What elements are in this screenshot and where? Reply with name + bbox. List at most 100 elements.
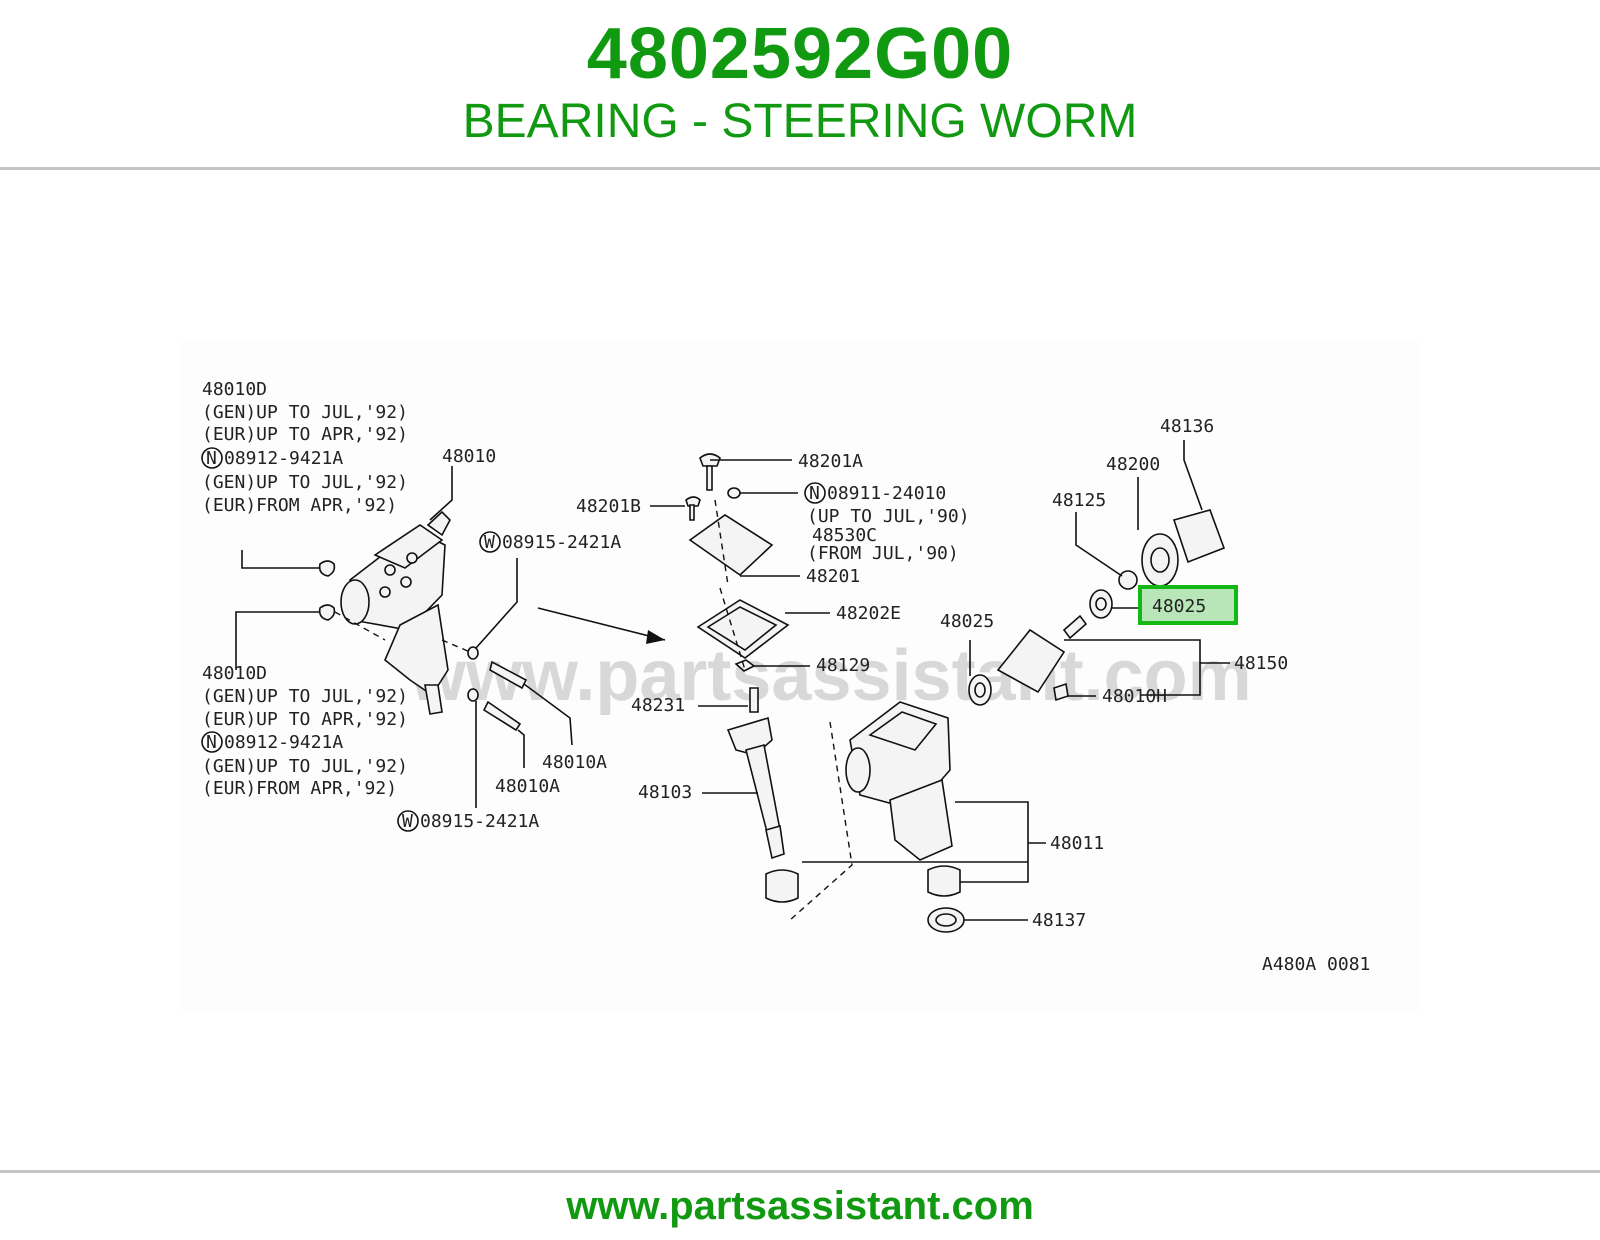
label-48530C-note: (FROM JUL,'90) (807, 543, 959, 564)
locknut-48136 (1172, 509, 1226, 564)
leader-48010A-a (523, 683, 573, 746)
screw-48201A-shank (706, 465, 713, 491)
arrow-head (646, 630, 665, 644)
n-symbol-letter: N (206, 732, 217, 753)
parts-diagram-svg: www.partsassistant.com 48010D (GEN)UP TO… (201, 379, 1370, 975)
housing-top-opening (868, 711, 938, 751)
nut-08911 (727, 487, 741, 499)
label-48025: 48025 (940, 611, 994, 632)
w-symbol-letter: W (484, 532, 495, 553)
right-housing-assembly (789, 509, 1226, 933)
label-48010A-a: 48010A (542, 752, 607, 773)
housing-end (845, 747, 871, 793)
screw-48231 (749, 687, 759, 713)
leader-48136 (1183, 440, 1203, 511)
bolt-48010A-upper (489, 660, 528, 690)
label-08911: 08911-24010 (827, 483, 946, 504)
leader-48125 (1075, 512, 1123, 577)
label-48129: 48129 (816, 655, 870, 676)
highlight-box-48025 (1138, 585, 1238, 625)
label-48150: 48150 (1234, 653, 1288, 674)
leader-48010 (429, 466, 453, 521)
seal-48137-inner (935, 913, 957, 927)
housing-lower (889, 778, 953, 861)
n-symbol-letter: N (809, 483, 820, 504)
nut-upper (318, 560, 336, 577)
ring-48125 (1118, 570, 1138, 590)
n-symbol-letter: N (206, 448, 217, 469)
bushing-48011-b (927, 865, 961, 897)
label-48137: 48137 (1032, 910, 1086, 931)
leader-48010D-b (235, 611, 320, 670)
center-cover-assembly (685, 453, 799, 903)
label-48200: 48200 (1106, 454, 1160, 475)
label-48010H: 48010H (1102, 686, 1167, 707)
bolt-48010A-lower (482, 700, 522, 732)
label-08912-a-note2: (EUR)FROM APR,'92) (202, 495, 397, 516)
label-48201: 48201 (806, 566, 860, 587)
gear-shaft (424, 684, 443, 715)
gear-input-shaft (426, 510, 451, 537)
footer-divider (0, 1170, 1600, 1173)
assembly-dashline (441, 639, 471, 653)
w-symbol-letter: W (402, 811, 413, 832)
leader-w08915-a (475, 558, 518, 649)
leader-48010D-a (241, 550, 320, 569)
label-48010D-b: 48010D (202, 663, 267, 684)
page-header: 4802592G00 BEARING - STEERING WORM (0, 0, 1600, 168)
label-48231: 48231 (631, 695, 685, 716)
label-08915-b: 08915-2421A (420, 811, 539, 832)
label-48025-highlighted: 48025 (1152, 596, 1206, 617)
footer-site-url[interactable]: www.partsassistant.com (566, 1184, 1034, 1228)
left-gear-assembly (318, 510, 528, 732)
label-08915-a: 08915-2421A (502, 532, 621, 553)
label-48010D-b-note2: (EUR)UP TO APR,'92) (202, 709, 408, 730)
label-48010: 48010 (442, 446, 496, 467)
label-08912-a-note1: (GEN)UP TO JUL,'92) (202, 472, 408, 493)
adjuster-48200-inner (1150, 547, 1170, 573)
washer-upper (467, 646, 479, 660)
label-48202E: 48202E (836, 603, 901, 624)
label-48201B: 48201B (576, 496, 641, 517)
label-08912-b-note2: (EUR)FROM APR,'92) (202, 778, 397, 799)
gear-bolt (406, 552, 418, 564)
label-48010D-a-note1: (GEN)UP TO JUL,'92) (202, 402, 408, 423)
label-48136: 48136 (1160, 416, 1214, 437)
label-48125: 48125 (1052, 490, 1106, 511)
housing-dashline (789, 721, 853, 921)
label-48103: 48103 (638, 782, 692, 803)
label-48011: 48011 (1050, 833, 1104, 854)
worm-shaft-end (1062, 614, 1088, 640)
label-48530C: 48530C (812, 525, 877, 546)
gear-bolt (379, 586, 391, 598)
assembly-dashline (334, 611, 386, 641)
bushing-48011-a (765, 869, 799, 903)
gear-housing-top (373, 524, 444, 569)
gasket-inner (706, 606, 778, 651)
label-08911-note: (UP TO JUL,'90) (807, 506, 970, 527)
w-symbol (397, 810, 419, 832)
bracket-48011 (955, 801, 1029, 883)
gear-bolt (384, 564, 396, 576)
bearing-48025-highlighted-inner (1095, 597, 1107, 611)
label-48010A-b: 48010A (495, 776, 560, 797)
gear-bolt (400, 576, 412, 588)
figure-code: A480A 0081 (1262, 954, 1370, 975)
worm-shaft-48150 (996, 628, 1066, 694)
label-48010D-a: 48010D (202, 379, 267, 400)
nut-lower (318, 604, 336, 621)
sector-shaft-spline (765, 824, 785, 860)
leader-48010A-b (517, 729, 525, 768)
part-number-title: 4802592G00 (586, 14, 1014, 94)
label-08912-b: 08912-9421A (224, 732, 343, 753)
header-divider (0, 167, 1600, 170)
parts-diagram: www.partsassistant.com 48010D (GEN)UP TO… (180, 340, 1420, 1010)
label-08912-a: 08912-9421A (224, 448, 343, 469)
washer-lower (467, 688, 479, 702)
n-symbol (201, 447, 223, 469)
screw-48201B (685, 496, 701, 507)
sector-shaft-48103 (745, 743, 781, 838)
n-symbol (201, 731, 223, 753)
part-description: BEARING - STEERING WORM (462, 95, 1138, 148)
cover-48201 (688, 514, 774, 577)
